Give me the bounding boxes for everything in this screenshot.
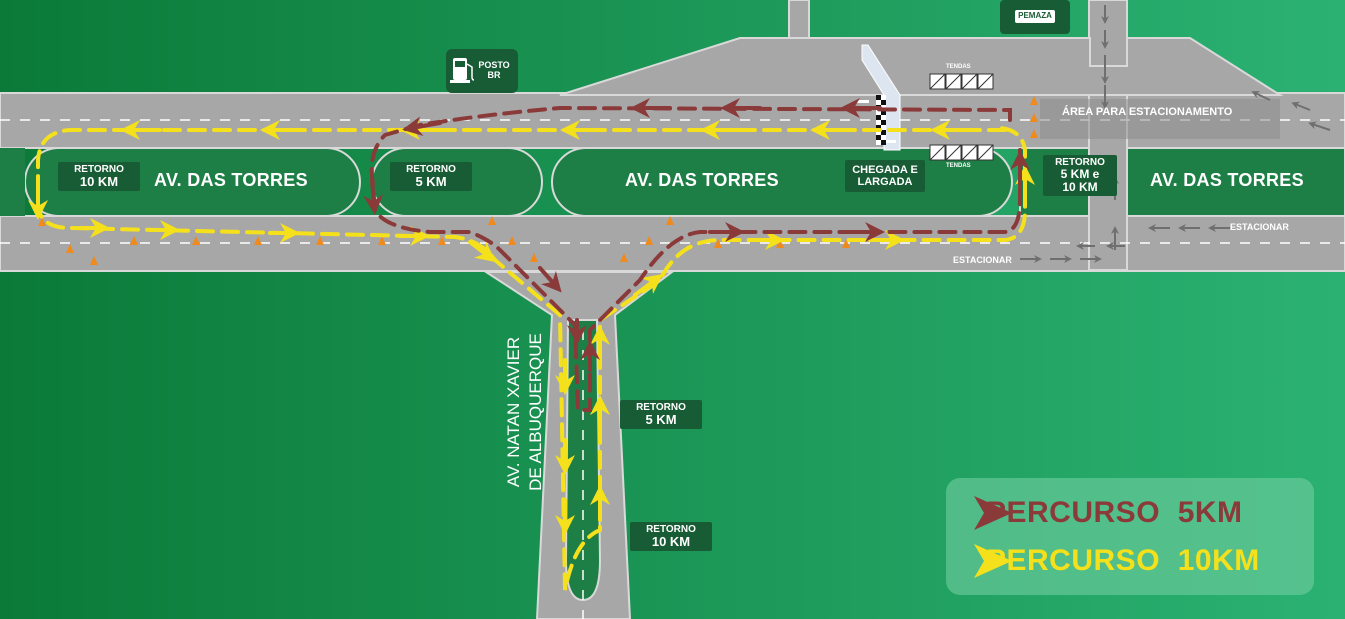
legend-item-10km: PERCURSO 10KM [974,544,1260,578]
legend-label-5km: PERCURSO 5KM [986,496,1243,529]
fuel-pump-icon [450,58,475,83]
retorno-distance: 10 KM [651,534,691,549]
retorno-5km-south: RETORNO 5 KM [620,400,702,430]
parking-area [1040,99,1280,139]
retorno-5e10km-right: RETORNO 5 KM e 10 KM [1043,155,1117,197]
start-line-2: LARGADA [857,176,913,189]
side-street-line-2: DE ALBUQUERQUE [526,333,545,491]
route-5km [363,98,1030,412]
side-street-label: AV. NATAN XAVIER DE ALBUQUERQUE [503,272,547,552]
retorno-distance: 5 KM [645,412,677,427]
start-finish-label: CHEGADA E LARGADA [845,160,925,193]
tents-top [929,73,994,90]
legend-arrow-10km-icon [974,544,1012,578]
pemaza-label: PEMAZA [1018,11,1052,20]
retorno-distance-2: 10 KM [1062,180,1098,195]
checkered-flag [876,95,886,145]
retorno-word: RETORNO [636,402,686,413]
street-label-right: AV. DAS TORRES [1150,170,1304,190]
upper-diagonal-road [559,37,1284,96]
pemaza-chip [1015,10,1055,23]
tents-bottom [929,144,994,161]
side-street-line-1: AV. NATAN XAVIER [504,336,523,488]
tents-top-label: TENDAS [946,64,971,70]
street-label-left: AV. DAS TORRES [154,170,308,190]
parking-arrows [1020,5,1331,263]
parking-area-label: ÁREA PARA ESTACIONAMENTO [1062,106,1233,118]
left-median-edge [0,148,25,216]
tents-bottom-label: TENDAS [946,163,971,169]
north-vertical-road [788,0,810,41]
start-gate [857,44,901,151]
posto-line-2: BR [487,70,501,80]
retorno-word: RETORNO [1055,157,1105,168]
retorno-word: RETORNO [406,164,456,175]
posto-label: POSTO BR [475,60,513,80]
legend-item-5km: PERCURSO 5KM [974,496,1243,530]
retorno-distance: 5 KM [415,174,447,189]
street-label-center: AV. DAS TORRES [625,170,779,190]
retorno-distance-1: 5 KM e [1060,167,1100,181]
start-line-1: CHEGADA E [852,164,918,176]
retorno-10km-left: RETORNO 10 KM [58,162,140,192]
estacionar-label-bottom: ESTACIONAR [953,255,1012,265]
estacionar-label-right: ESTACIONAR [1230,222,1289,232]
retorno-distance: 10 KM [79,174,119,189]
retorno-word: RETORNO [74,164,124,175]
right-median [1126,147,1345,217]
legend-label-10km: PERCURSO 10KM [986,544,1260,577]
traffic-cones [38,96,1038,265]
posto-line-1: POSTO [478,60,510,70]
retorno-word: RETORNO [646,524,696,535]
legend-arrow-5km-icon [974,496,1012,530]
retorno-5km-mid: RETORNO 5 KM [390,162,472,192]
legend: PERCURSO 5KM PERCURSO 10KM [946,478,1314,595]
retorno-10km-south: RETORNO 10 KM [630,522,712,552]
